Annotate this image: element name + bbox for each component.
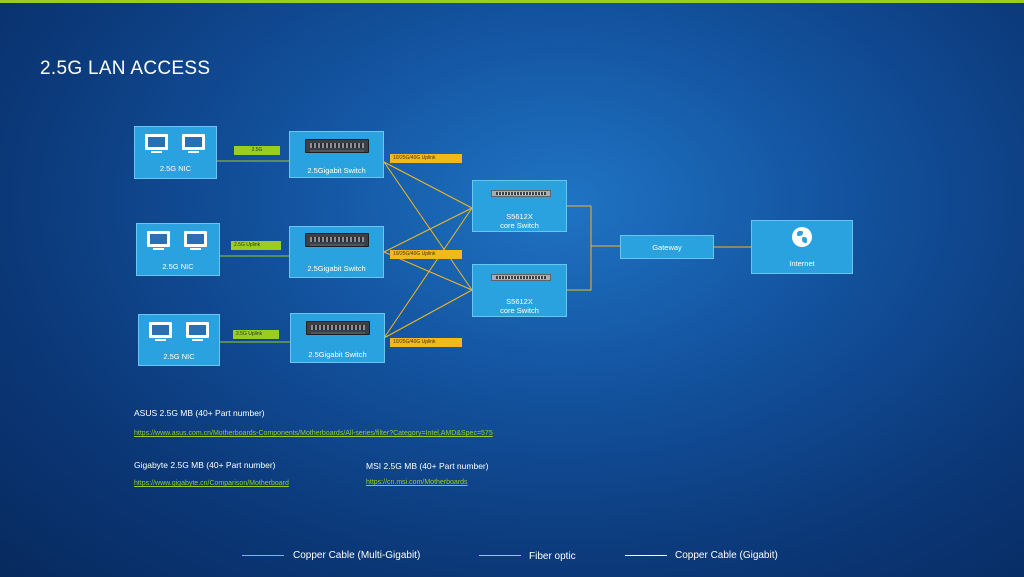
- nic-label: 2.5G NIC: [159, 164, 192, 173]
- switch-label: 2.5Gigabit Switch: [308, 350, 367, 359]
- monitor-stand: [155, 339, 166, 341]
- legend-swatch-fiber: [479, 555, 521, 556]
- fiber-s1-c2: [383, 161, 473, 291]
- monitor-icon: [186, 322, 209, 338]
- gateway-label: Gateway: [652, 243, 682, 252]
- internet-node: Internet: [751, 220, 853, 274]
- monitor-stand: [153, 248, 164, 250]
- legend-swatch-copper-gigabit: [625, 555, 667, 556]
- core-switch-model: S5612X: [506, 212, 533, 221]
- switch-device-icon: [305, 139, 369, 153]
- gigabyte-heading: Gigabyte 2.5G MB (40+ Part number): [134, 460, 276, 470]
- asus-heading: ASUS 2.5G MB (40+ Part number): [134, 408, 265, 418]
- top-accent-bar: [0, 0, 1024, 3]
- speed-tag-nic2: 2.5G Uplink: [231, 241, 281, 250]
- switch-device-icon: [305, 233, 369, 247]
- fiber-s3-c1: [383, 207, 473, 339]
- gigabyte-link[interactable]: https://www.gigabyte.cn/Comparison/Mothe…: [134, 480, 289, 487]
- switch-node-1: 2.5Gigabit Switch: [289, 131, 384, 178]
- legend-swatch-copper-multi: [242, 555, 284, 556]
- monitor-stand: [190, 248, 201, 250]
- fiber-core-gateway: [567, 205, 592, 291]
- monitor-icon: [149, 322, 172, 338]
- uplink-tag-3: 10/25G/40G Uplink: [390, 338, 462, 347]
- switch-device-icon: [306, 321, 370, 335]
- fiber-s2-c1: [383, 207, 473, 253]
- uplink-tag-2: 10/25G/40G Uplink: [390, 250, 462, 259]
- monitor-stand: [151, 151, 162, 153]
- gateway-node: Gateway: [620, 235, 714, 259]
- nic-label: 2.5G NIC: [163, 352, 195, 361]
- nic-label: 2.5G NIC: [162, 262, 194, 271]
- nic-node-3: 2.5G NIC: [138, 314, 220, 366]
- legend-label-copper-multi: Copper Cable (Multi-Gigabit): [293, 550, 421, 561]
- speed-tag-nic3: 2.5G Uplink: [233, 330, 279, 339]
- core-switch-label: core Switch: [500, 221, 539, 230]
- speed-tag-nic1: 2.5G: [234, 146, 280, 155]
- legend-label-copper-gigabit: Copper Cable (Gigabit): [675, 550, 778, 561]
- core-switch-node-2: S5612X core Switch: [472, 264, 567, 317]
- fiber-s3-c2: [383, 289, 473, 339]
- monitor-icon: [184, 231, 207, 247]
- core-switch-device-icon: [491, 190, 551, 197]
- fiber-s1-c1: [383, 161, 473, 209]
- switch-node-3: 2.5Gigabit Switch: [290, 313, 385, 363]
- monitor-icon: [182, 134, 205, 150]
- msi-heading: MSI 2.5G MB (40+ Part number): [366, 461, 489, 471]
- switch-label: 2.5Gigabit Switch: [307, 264, 366, 273]
- nic-node-2: 2.5G NIC: [136, 223, 220, 276]
- internet-label: Internet: [789, 259, 815, 268]
- page-title: 2.5G LAN ACCESS: [40, 58, 211, 79]
- nic-node-1: 2.5G NIC: [134, 126, 217, 179]
- core-switch-device-icon: [491, 274, 551, 281]
- msi-link[interactable]: https://cn.msi.com/Motherboards: [366, 479, 468, 486]
- monitor-stand: [192, 339, 203, 341]
- asus-link[interactable]: https://www.asus.com.cn/Motherboards-Com…: [134, 430, 493, 437]
- switch-node-2: 2.5Gigabit Switch: [289, 226, 384, 278]
- globe-icon: [792, 227, 812, 247]
- core-switch-model: S5612X: [506, 297, 533, 306]
- monitor-icon: [147, 231, 170, 247]
- monitor-stand: [188, 151, 199, 153]
- legend-label-fiber: Fiber optic: [529, 551, 576, 562]
- core-switch-node-1: S5612X core Switch: [472, 180, 567, 232]
- monitor-icon: [145, 134, 168, 150]
- switch-label: 2.5Gigabit Switch: [307, 166, 366, 175]
- uplink-tag-1: 10/25G/40G Uplink: [390, 154, 462, 163]
- core-switch-label: core Switch: [500, 306, 539, 315]
